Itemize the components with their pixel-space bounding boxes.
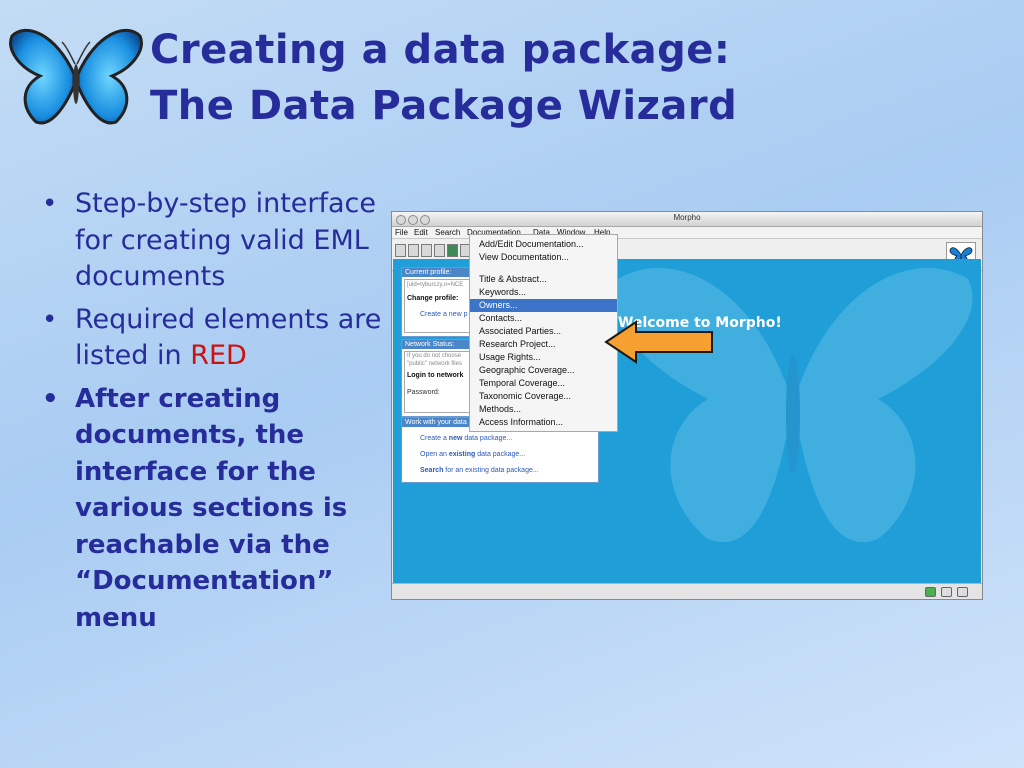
open-package-link[interactable]: Open an existing data package... <box>420 451 526 458</box>
bullet-text: Step-by-step interface for creating vali… <box>75 188 377 292</box>
menu-documentation[interactable]: Documentation <box>467 228 521 237</box>
menu-item-temporal-coverage[interactable]: Temporal Coverage... <box>479 378 566 388</box>
arrow-pointer-icon <box>604 320 713 364</box>
profile-uid: [uid=tyburczy,o=NCE <box>407 282 464 288</box>
menu-item-research-project[interactable]: Research Project... <box>479 339 556 349</box>
password-label: Password: <box>407 389 440 396</box>
menu-window[interactable]: Window <box>557 228 586 237</box>
change-profile-label[interactable]: Change profile: <box>407 295 459 302</box>
copy-icon[interactable] <box>434 244 445 257</box>
zoom-icon[interactable] <box>420 215 430 225</box>
menu-item-usage-rights[interactable]: Usage Rights... <box>479 352 541 362</box>
window-title: Morpho <box>673 213 701 222</box>
menu-item-geographic-coverage[interactable]: Geographic Coverage... <box>479 365 575 375</box>
bullet-text: After creating documents, the interface … <box>75 383 348 633</box>
menu-item-view[interactable]: View Documentation... <box>479 252 569 262</box>
bullet-dot: • <box>42 304 58 335</box>
red-word: RED <box>190 340 247 371</box>
open-icon[interactable] <box>408 244 419 257</box>
bullet-item: • Required elements are listed in RED <box>40 302 395 375</box>
butterfly-logo-icon <box>9 28 143 125</box>
window-titlebar: Morpho <box>392 212 982 227</box>
menu-edit[interactable]: Edit <box>414 228 428 237</box>
menu-item-taxonomic-coverage[interactable]: Taxonomic Coverage... <box>479 391 572 401</box>
menu-help[interactable]: Help <box>594 228 611 237</box>
menu-item-keywords[interactable]: Keywords... <box>479 287 527 297</box>
statusbar <box>392 583 982 599</box>
create-profile-link[interactable]: Create a new p <box>420 311 468 318</box>
butterfly-watermark-icon <box>613 268 973 543</box>
menu-item-owners[interactable]: Owners... <box>470 299 617 312</box>
close-icon[interactable] <box>396 215 406 225</box>
menu-search[interactable]: Search <box>435 228 461 237</box>
bullet-text: Required elements are listed in <box>75 303 382 372</box>
menu-item-title-abstract[interactable]: Title & Abstract... <box>479 274 547 284</box>
network-status-icon <box>925 587 936 597</box>
menu-file[interactable]: File <box>395 228 408 237</box>
bullet-item: • After creating documents, the interfac… <box>40 381 395 637</box>
network-info-line: If you do not choose <box>407 353 462 359</box>
slide-title: Creating a data package: The Data Packag… <box>150 22 737 134</box>
search-icon[interactable] <box>447 244 458 257</box>
lock-icon <box>957 587 968 597</box>
documentation-menu: Add/Edit Documentation... View Documenta… <box>469 234 618 432</box>
bullet-list: • Step-by-step interface for creating va… <box>40 186 395 642</box>
create-package-link[interactable]: Create a new data package... <box>420 435 513 442</box>
settings-icon[interactable] <box>941 587 952 597</box>
menu-item-contacts[interactable]: Contacts... <box>479 313 523 323</box>
new-icon[interactable] <box>395 244 406 257</box>
bullet-item: • Step-by-step interface for creating va… <box>40 186 395 296</box>
bullet-dot: • <box>42 189 58 219</box>
title-line-1: Creating a data package: <box>150 27 731 73</box>
welcome-text: Welcome to Morpho! <box>618 315 782 331</box>
menu-item-associated-parties[interactable]: Associated Parties... <box>479 326 562 336</box>
menu-item-access-information[interactable]: Access Information... <box>479 417 564 427</box>
title-line-2: The Data Package Wizard <box>150 83 738 129</box>
search-package-link[interactable]: Search for an existing data package... <box>420 467 539 474</box>
network-info-line: "public" network files <box>407 361 462 367</box>
menu-data[interactable]: Data <box>533 228 550 237</box>
bullet-dot: • <box>42 383 59 414</box>
login-network-label[interactable]: Login to network <box>407 372 464 379</box>
menu-item-methods[interactable]: Methods... <box>479 404 522 414</box>
save-icon[interactable] <box>421 244 432 257</box>
menu-item-add-edit[interactable]: Add/Edit Documentation... <box>479 239 584 249</box>
minimize-icon[interactable] <box>408 215 418 225</box>
